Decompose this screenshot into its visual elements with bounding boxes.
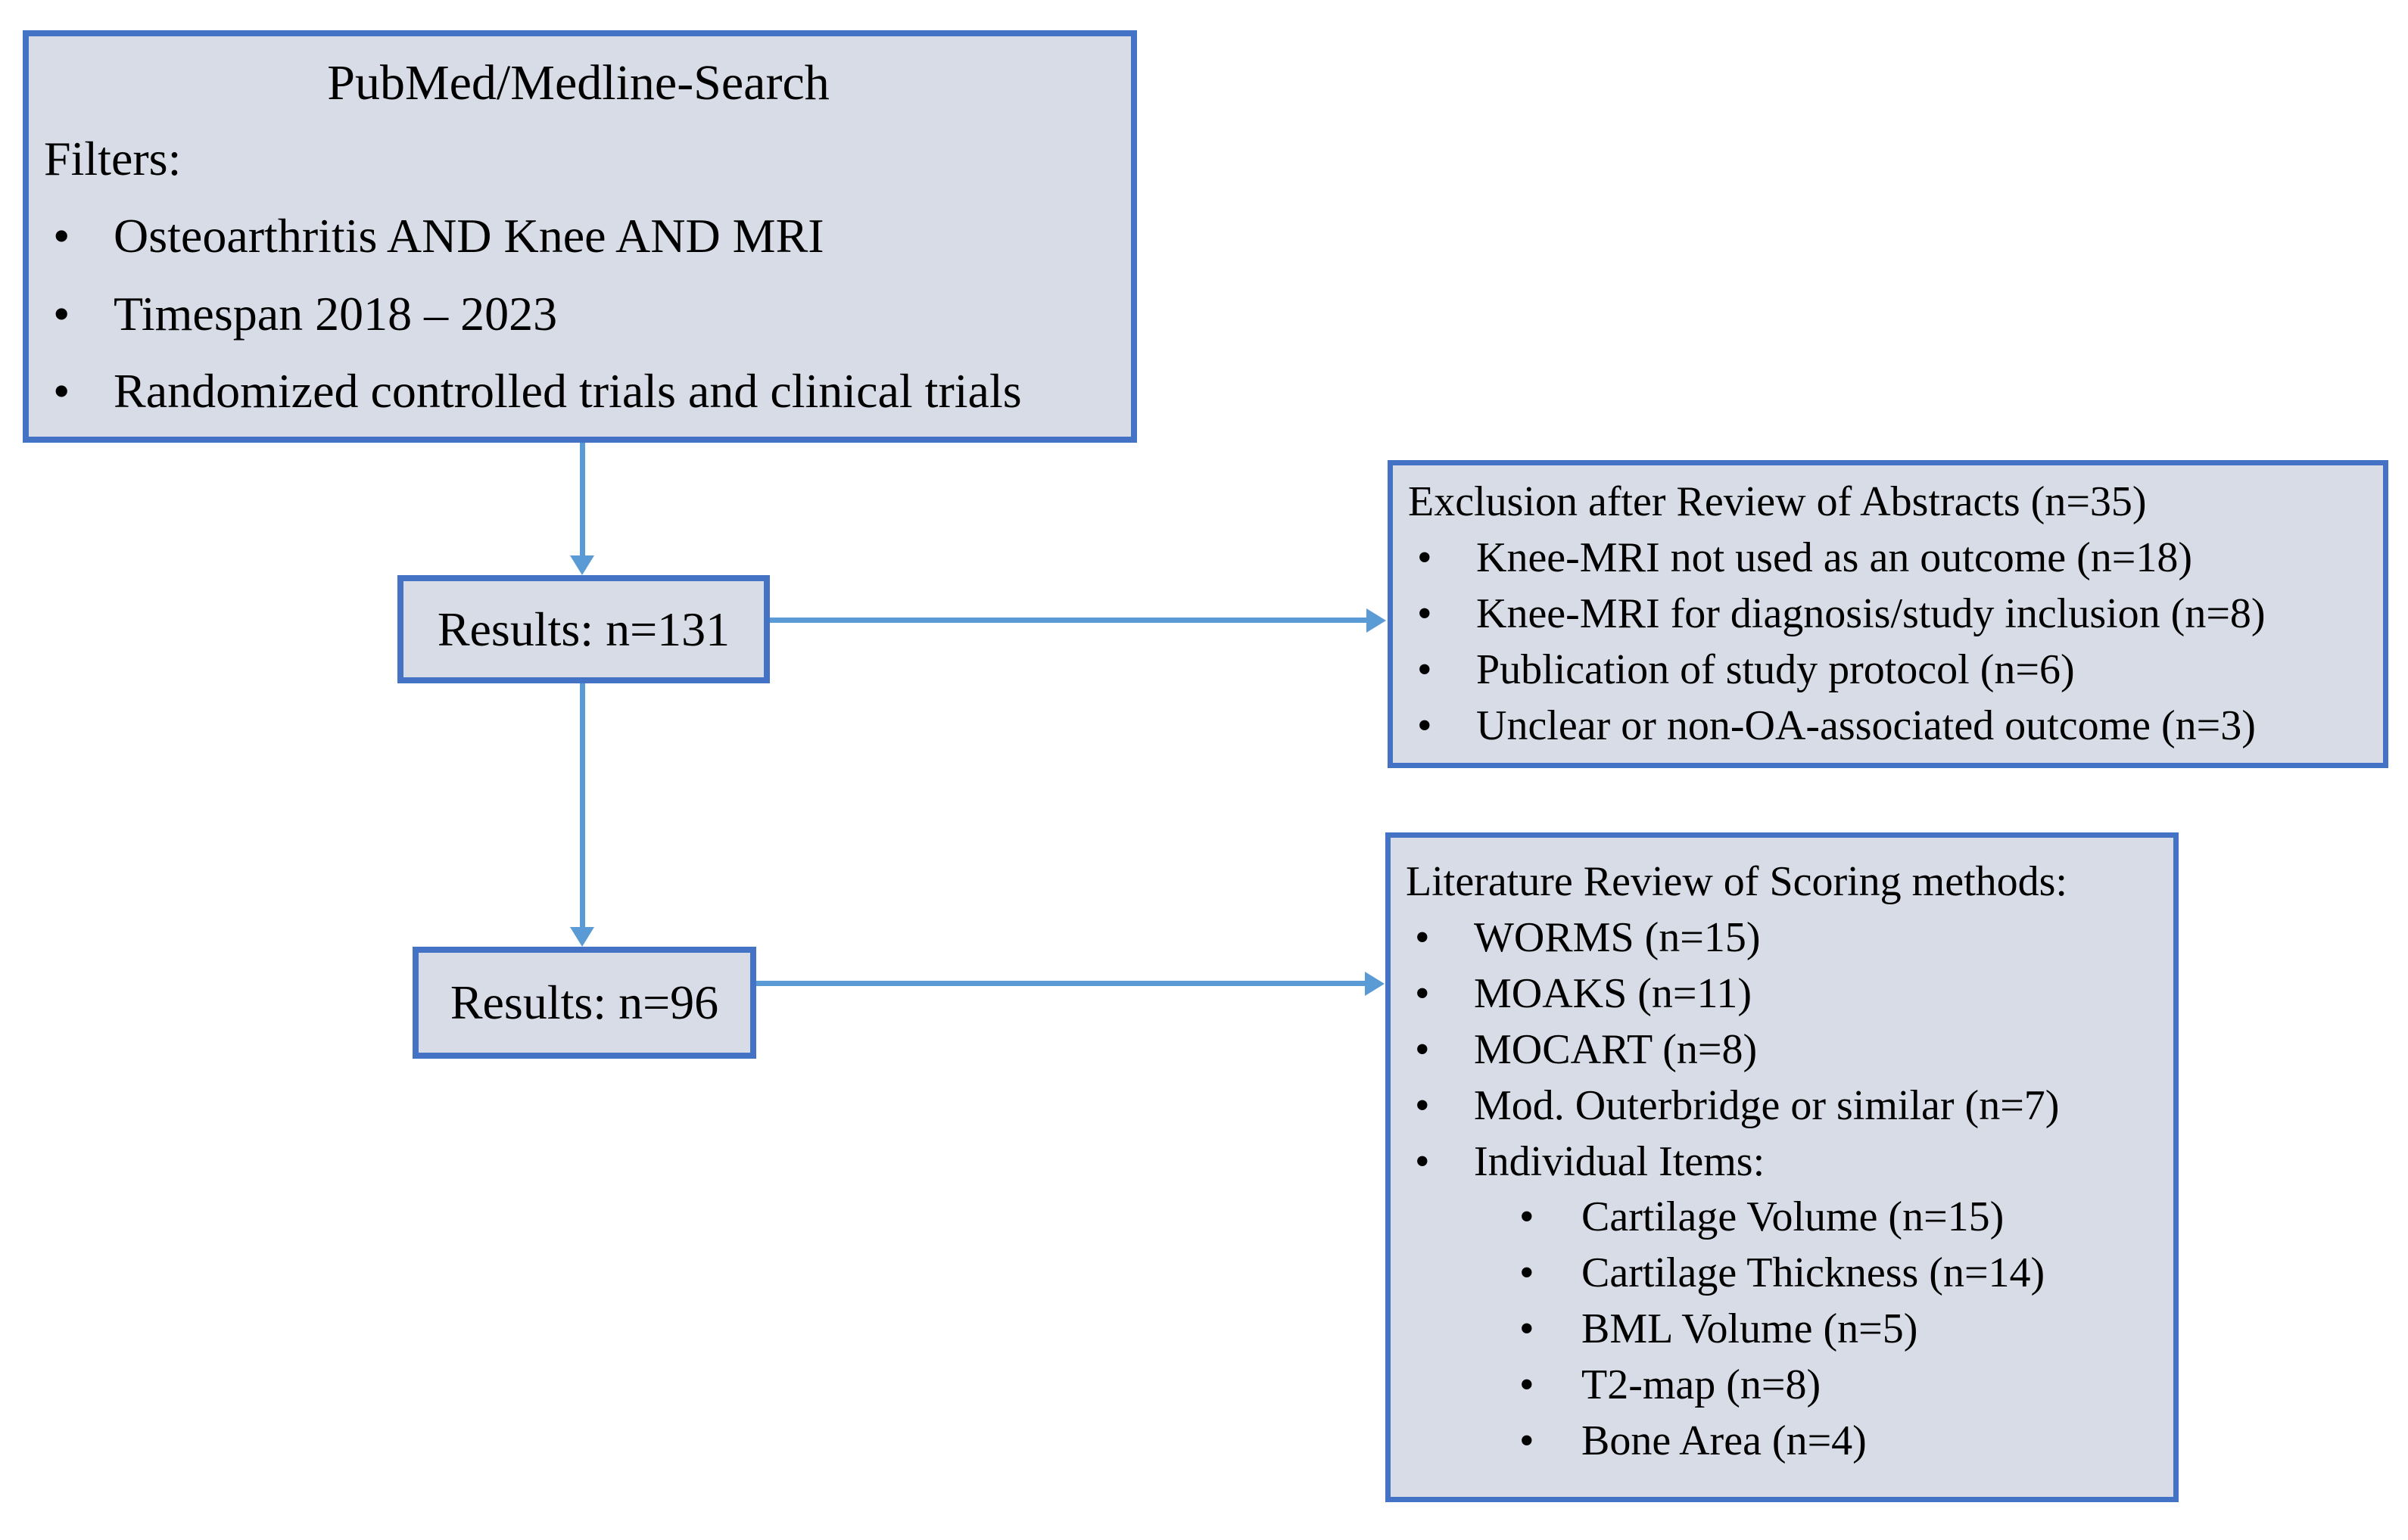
bullet-item-text: Cartilage Thickness (n=14)	[1581, 1249, 2045, 1297]
bullet-icon: •	[1519, 1249, 1534, 1297]
bullet-item: • Unclear or non-OA-associated outcome (n…	[1408, 698, 2369, 754]
bullet-item-text: Bone Area (n=4)	[1581, 1417, 1867, 1465]
bullet-icon: •	[1519, 1305, 1534, 1353]
bullet-item: • Knee-MRI not used as an outcome (n=18)	[1408, 530, 2369, 586]
arrow-down-icon	[570, 927, 594, 947]
bullet-item: • Cartilage Volume (n=15)	[1406, 1190, 2160, 1246]
bullet-item-text: Unclear or non-OA-associated outcome (n=…	[1476, 702, 2256, 749]
search-box-title: PubMed/Medline-Search	[327, 55, 830, 110]
results-96-box: Results: n=96	[413, 947, 756, 1059]
bullet-item: • BML Volume (n=5)	[1406, 1302, 2160, 1358]
arrow-down-icon	[570, 555, 594, 575]
exclusion-list: •Knee-MRI not used as an outcome (n=18)•…	[1408, 530, 2369, 754]
bullet-icon: •	[1415, 1137, 1430, 1185]
bullet-icon: •	[53, 286, 70, 341]
bullet-item-text: Mod. Outerbridge or similar (n=7)	[1474, 1081, 2060, 1129]
arrow-right-icon	[1365, 972, 1385, 996]
results-131-box: Results: n=131	[397, 575, 770, 683]
bullet-item: • MOAKS (n=11)	[1406, 966, 2160, 1022]
bullet-item-text: BML Volume (n=5)	[1581, 1305, 1918, 1353]
bullet-icon: •	[53, 364, 70, 418]
bullet-item: • Cartilage Thickness (n=14)	[1406, 1246, 2160, 1302]
bullet-item: • Mod. Outerbridge or similar (n=7)	[1406, 1078, 2160, 1134]
bullet-icon: •	[53, 209, 70, 263]
connector-results131-to-results96	[580, 683, 585, 930]
bullet-icon: •	[1417, 534, 1432, 581]
bullet-item: • WORMS (n=15)	[1406, 910, 2160, 966]
exclusion-box: Exclusion after Review of Abstracts (n=3…	[1388, 460, 2388, 768]
bullet-icon: •	[1415, 1081, 1430, 1129]
bullet-icon: •	[1417, 646, 1432, 693]
bullet-item-text: Osteoarthritis AND Knee AND MRI	[114, 209, 824, 263]
bullet-item: • Timespan 2018 – 2023	[44, 275, 1113, 353]
bullet-item: • Individual Items:	[1406, 1134, 2160, 1190]
bullet-item-text: MOAKS (n=11)	[1474, 969, 1752, 1017]
search-box: PubMed/Medline-Search Filters: • Osteoart…	[23, 30, 1137, 443]
bullet-item-text: Cartilage Volume (n=15)	[1581, 1193, 2005, 1241]
bullet-item: • Osteoarthritis AND Knee AND MRI	[44, 198, 1113, 275]
bullet-item-text: Timespan 2018 – 2023	[114, 286, 558, 341]
bullet-item-text: WORMS (n=15)	[1474, 913, 1761, 961]
connector-results131-to-exclusion	[770, 618, 1368, 623]
bullet-item-text: Publication of study protocol (n=6)	[1476, 646, 2075, 693]
bullet-item: • MOCART (n=8)	[1406, 1022, 2160, 1078]
filters-label: Filters:	[44, 132, 182, 185]
connector-search-to-results131	[580, 443, 585, 558]
bullet-item-text: T2-map (n=8)	[1581, 1361, 1821, 1409]
bullet-item-text: Randomized controlled trials and clinica…	[114, 364, 1022, 418]
individual-items-list: • Cartilage Volume (n=15) • Cartilage Thick…	[1406, 1190, 2160, 1470]
literature-box: Literature Review of Scoring methods: • W…	[1385, 832, 2179, 1502]
exclusion-box-title: Exclusion after Review of Abstracts (n=3…	[1408, 478, 2147, 525]
filters-list: • Osteoarthritis AND Knee AND MRI • Timespa…	[44, 198, 1113, 430]
scoring-methods-list: •WORMS (n=15)•MOAKS (n=11)•MOCART (n=8)•…	[1406, 910, 2160, 1190]
bullet-item-text: Knee-MRI not used as an outcome (n=18)	[1476, 534, 2193, 581]
bullet-icon: •	[1519, 1193, 1534, 1241]
bullet-icon: •	[1415, 913, 1430, 961]
bullet-item: • Publication of study protocol (n=6)	[1408, 642, 2369, 698]
bullet-item: • T2-map (n=8)	[1406, 1358, 2160, 1414]
bullet-item-text: Individual Items:	[1474, 1137, 1765, 1185]
connector-results96-to-literature	[756, 981, 1368, 986]
literature-box-title: Literature Review of Scoring methods:	[1406, 858, 2067, 905]
arrow-right-icon	[1366, 608, 1386, 633]
bullet-icon: •	[1415, 969, 1430, 1017]
bullet-item: • Bone Area (n=4)	[1406, 1414, 2160, 1470]
bullet-icon: •	[1519, 1417, 1534, 1465]
bullet-icon: •	[1415, 1025, 1430, 1073]
bullet-item: • Randomized controlled trials and clinic…	[44, 353, 1113, 430]
bullet-icon: •	[1519, 1361, 1534, 1409]
bullet-icon: •	[1417, 590, 1432, 637]
results-96-label: Results: n=96	[450, 975, 719, 1029]
bullet-icon: •	[1417, 702, 1432, 749]
bullet-item: • Knee-MRI for diagnosis/study inclusion …	[1408, 586, 2369, 642]
results-131-label: Results: n=131	[437, 602, 730, 656]
bullet-item-text: MOCART (n=8)	[1474, 1025, 1758, 1073]
bullet-item-text: Knee-MRI for diagnosis/study inclusion (…	[1476, 590, 2266, 637]
